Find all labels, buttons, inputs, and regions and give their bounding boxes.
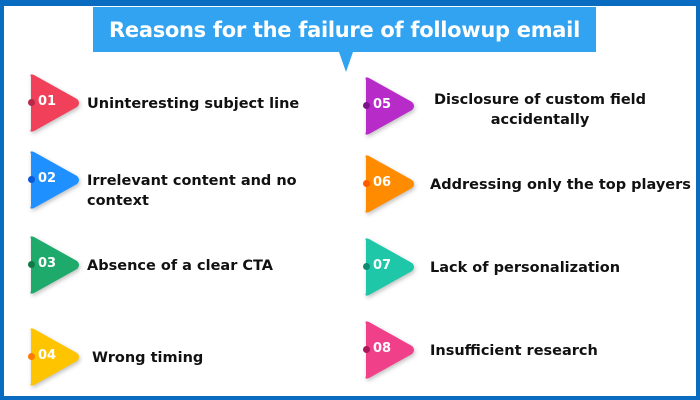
triangle-marker [27, 73, 81, 133]
triangle-marker [27, 327, 81, 387]
item-number: 05 [373, 97, 392, 112]
dot-icon [28, 176, 35, 183]
dot-icon [363, 346, 370, 353]
triangle-marker [362, 154, 416, 214]
page-title: Reasons for the failure of followup emai… [109, 17, 580, 42]
item-label: Absence of a clear CTA [87, 258, 274, 274]
item-number: 01 [38, 94, 57, 109]
dot-icon [363, 263, 370, 270]
dot-icon [28, 99, 35, 106]
reason-item-02: 02 Irrelevant content and no context [27, 150, 357, 210]
triangle-marker [27, 235, 81, 295]
item-label: Disclosure of custom field accidentally [434, 92, 646, 128]
item-label: Uninteresting subject line [87, 96, 300, 112]
reason-item-01: 01 Uninteresting subject line [27, 73, 357, 133]
dot-icon [28, 261, 35, 268]
item-label: Irrelevant content and no context [87, 173, 297, 209]
item-number: 03 [38, 256, 57, 271]
reason-item-08: 08 Insufficient research [362, 320, 692, 380]
title-banner: Reasons for the failure of followup emai… [93, 7, 596, 52]
item-number: 02 [38, 171, 57, 186]
dot-icon [28, 353, 35, 360]
item-label: Wrong timing [92, 350, 204, 366]
item-label: Insufficient research [430, 343, 598, 359]
reason-item-06: 06 Addressing only the top players [362, 154, 692, 214]
triangle-marker [362, 76, 416, 136]
reason-item-04: 04 Wrong timing [27, 327, 357, 387]
triangle-marker [27, 150, 81, 210]
reason-item-07: 07 Lack of personalization [362, 237, 692, 297]
dot-icon [363, 180, 370, 187]
item-label: Addressing only the top players [430, 177, 691, 193]
item-number: 04 [38, 348, 57, 363]
triangle-marker [362, 320, 416, 380]
title-pointer [339, 52, 353, 72]
reason-item-03: 03 Absence of a clear CTA [27, 235, 357, 295]
item-number: 06 [373, 175, 392, 190]
item-number: 08 [373, 341, 392, 356]
dot-icon [363, 102, 370, 109]
item-number: 07 [373, 258, 392, 273]
triangle-marker [362, 237, 416, 297]
reason-item-05: 05 Disclosure of custom field accidental… [362, 76, 692, 136]
item-label: Lack of personalization [430, 260, 621, 276]
